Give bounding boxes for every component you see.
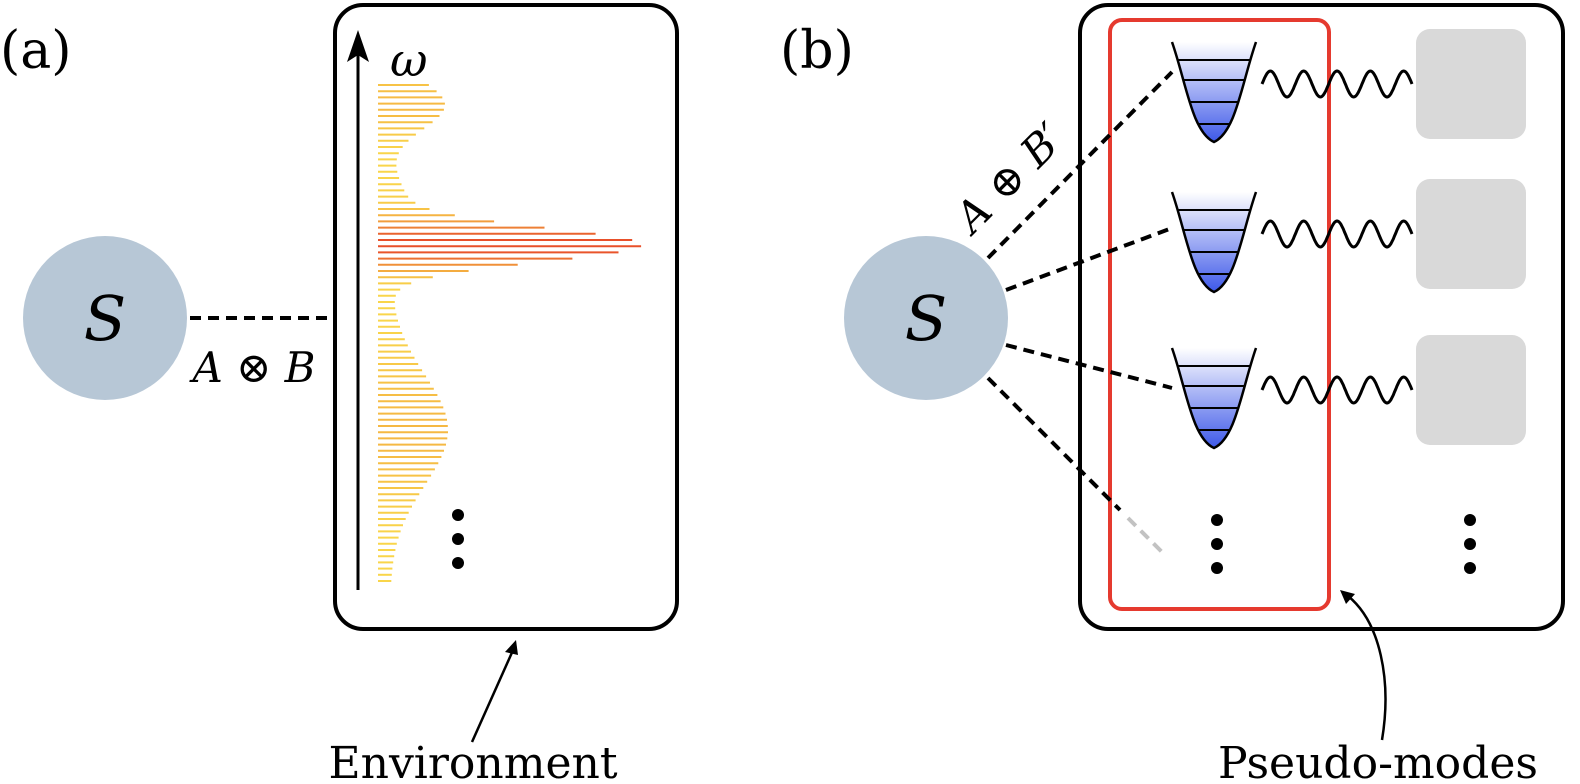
coupling-label-a: A ⊗ B xyxy=(188,343,315,392)
ellipsis-a xyxy=(452,509,464,569)
system-circle-a xyxy=(23,236,187,400)
ellipsis-dot xyxy=(452,557,464,569)
environment-caption: Environment xyxy=(328,738,617,784)
ellipsis-dot xyxy=(452,533,464,545)
wavy-coupling xyxy=(1260,219,1414,249)
well-gradient xyxy=(1172,348,1256,448)
well-outline xyxy=(1170,347,1258,450)
ellipsis-dot xyxy=(452,509,464,521)
panel-b: (b) S A ⊕ B′ Pseudo-modes xyxy=(780,3,1565,784)
coupling-line-mode-3 xyxy=(1005,343,1173,390)
harmonic-well xyxy=(1170,191,1258,294)
pseudo-modes-pointer-arrow xyxy=(1347,595,1387,741)
coupling-line-mode-more xyxy=(986,376,1122,512)
bath-block xyxy=(1416,335,1526,445)
coupling-line-mode-1 xyxy=(986,70,1174,260)
wavy-coupling xyxy=(1260,375,1414,405)
environment-pointer-arrowhead xyxy=(505,640,518,655)
system-label-b: S xyxy=(905,282,947,355)
spectral-density-lines xyxy=(378,84,642,582)
bath-block xyxy=(1416,29,1526,139)
panel-a: (a) S A ⊗ B ω Environment xyxy=(0,3,679,784)
pseudo-modes-highlight-box xyxy=(1108,18,1331,611)
bath-block xyxy=(1416,179,1526,289)
well-outline xyxy=(1170,41,1258,144)
ellipsis-dot xyxy=(1211,514,1223,526)
panel-a-label: (a) xyxy=(0,21,72,81)
environment-pointer-arrow xyxy=(470,647,516,743)
harmonic-well xyxy=(1170,41,1258,144)
ellipsis-modes xyxy=(1211,514,1223,574)
system-circle-b xyxy=(844,236,1008,400)
coupling-label-b: A ⊕ B′ xyxy=(943,113,1075,245)
environment-box xyxy=(333,3,679,631)
pseudo-modes-pointer-arrowhead xyxy=(1340,590,1355,604)
harmonic-well xyxy=(1170,347,1258,450)
coupling-line-mode-2 xyxy=(1005,226,1173,292)
wavy-coupling xyxy=(1260,69,1414,99)
harmonic-well-fill xyxy=(1172,192,1256,292)
couplings-b xyxy=(986,70,1174,557)
well-gradient xyxy=(1172,42,1256,142)
harmonic-well-fill xyxy=(1172,348,1256,448)
ellipsis-dot xyxy=(1464,538,1476,550)
ellipsis-dot xyxy=(1211,562,1223,574)
frequency-axis-arrowhead xyxy=(347,30,369,62)
ellipsis-baths xyxy=(1464,514,1476,574)
coupling-line-fade xyxy=(1126,516,1167,557)
harmonic-well-fill xyxy=(1172,42,1256,142)
ellipsis-dot xyxy=(1211,538,1223,550)
well-gradient xyxy=(1172,192,1256,292)
pseudo-mode-environment-box xyxy=(1078,3,1565,631)
system-label-a: S xyxy=(84,282,126,355)
frequency-axis-label: ω xyxy=(390,33,428,87)
well-outline xyxy=(1170,191,1258,294)
ellipsis-dot xyxy=(1464,514,1476,526)
ellipsis-dot xyxy=(1464,562,1476,574)
pseudo-mode-stack xyxy=(1170,29,1526,450)
pseudo-modes-caption: Pseudo-modes xyxy=(1218,738,1538,784)
panel-b-label: (b) xyxy=(780,21,854,81)
